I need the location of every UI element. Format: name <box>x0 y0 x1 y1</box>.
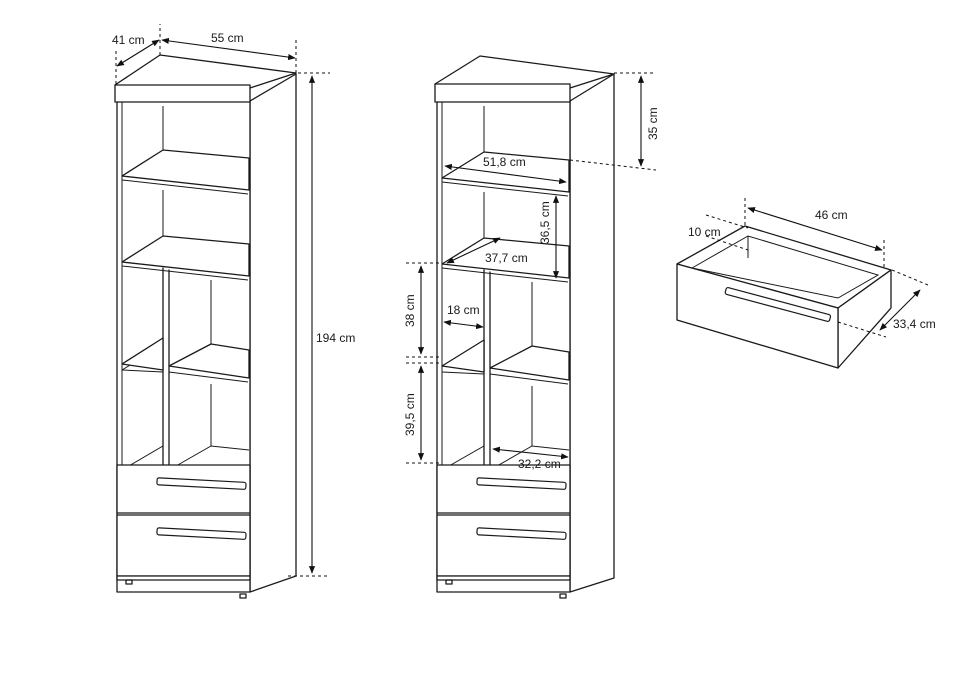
left-depth-label: 41 cm <box>112 33 145 47</box>
drawer-handle-icon <box>156 527 247 540</box>
cabinet-right <box>434 55 615 599</box>
dimension-labels: 41 cm 55 cm 194 cm 35 cm 51,8 cm 36,5 cm… <box>112 31 936 471</box>
left-height-label: 194 cm <box>316 331 355 345</box>
drawer-detail <box>676 225 892 369</box>
dimensions-right <box>406 72 657 464</box>
drawer-handle-icon <box>476 477 567 490</box>
drawer-width-label: 46 cm <box>815 208 848 222</box>
drawer-handle-icon <box>156 477 247 490</box>
right-divider-width-label: 18 cm <box>447 303 480 317</box>
dimensions-drawer <box>705 198 929 338</box>
drawer-height-label: 10 cm <box>688 225 721 239</box>
right-compartment-width-label: 32,2 cm <box>518 457 561 471</box>
drawer-handle-icon <box>476 527 567 540</box>
right-shelf-depth-label: 37,7 cm <box>485 251 528 265</box>
right-top-gap-label: 35 cm <box>646 107 660 140</box>
cabinet-left <box>114 54 297 599</box>
drawer-depth-label: 33,4 cm <box>893 317 936 331</box>
left-width-label: 55 cm <box>211 31 244 45</box>
dimensions-left <box>115 24 330 577</box>
right-middle-height-label: 38 cm <box>403 294 417 327</box>
right-lower-height-label: 39,5 cm <box>403 393 417 436</box>
drawer-handle-icon <box>724 286 832 322</box>
right-upper-height-label: 36,5 cm <box>538 201 552 244</box>
right-inner-width-label: 51,8 cm <box>483 155 526 169</box>
